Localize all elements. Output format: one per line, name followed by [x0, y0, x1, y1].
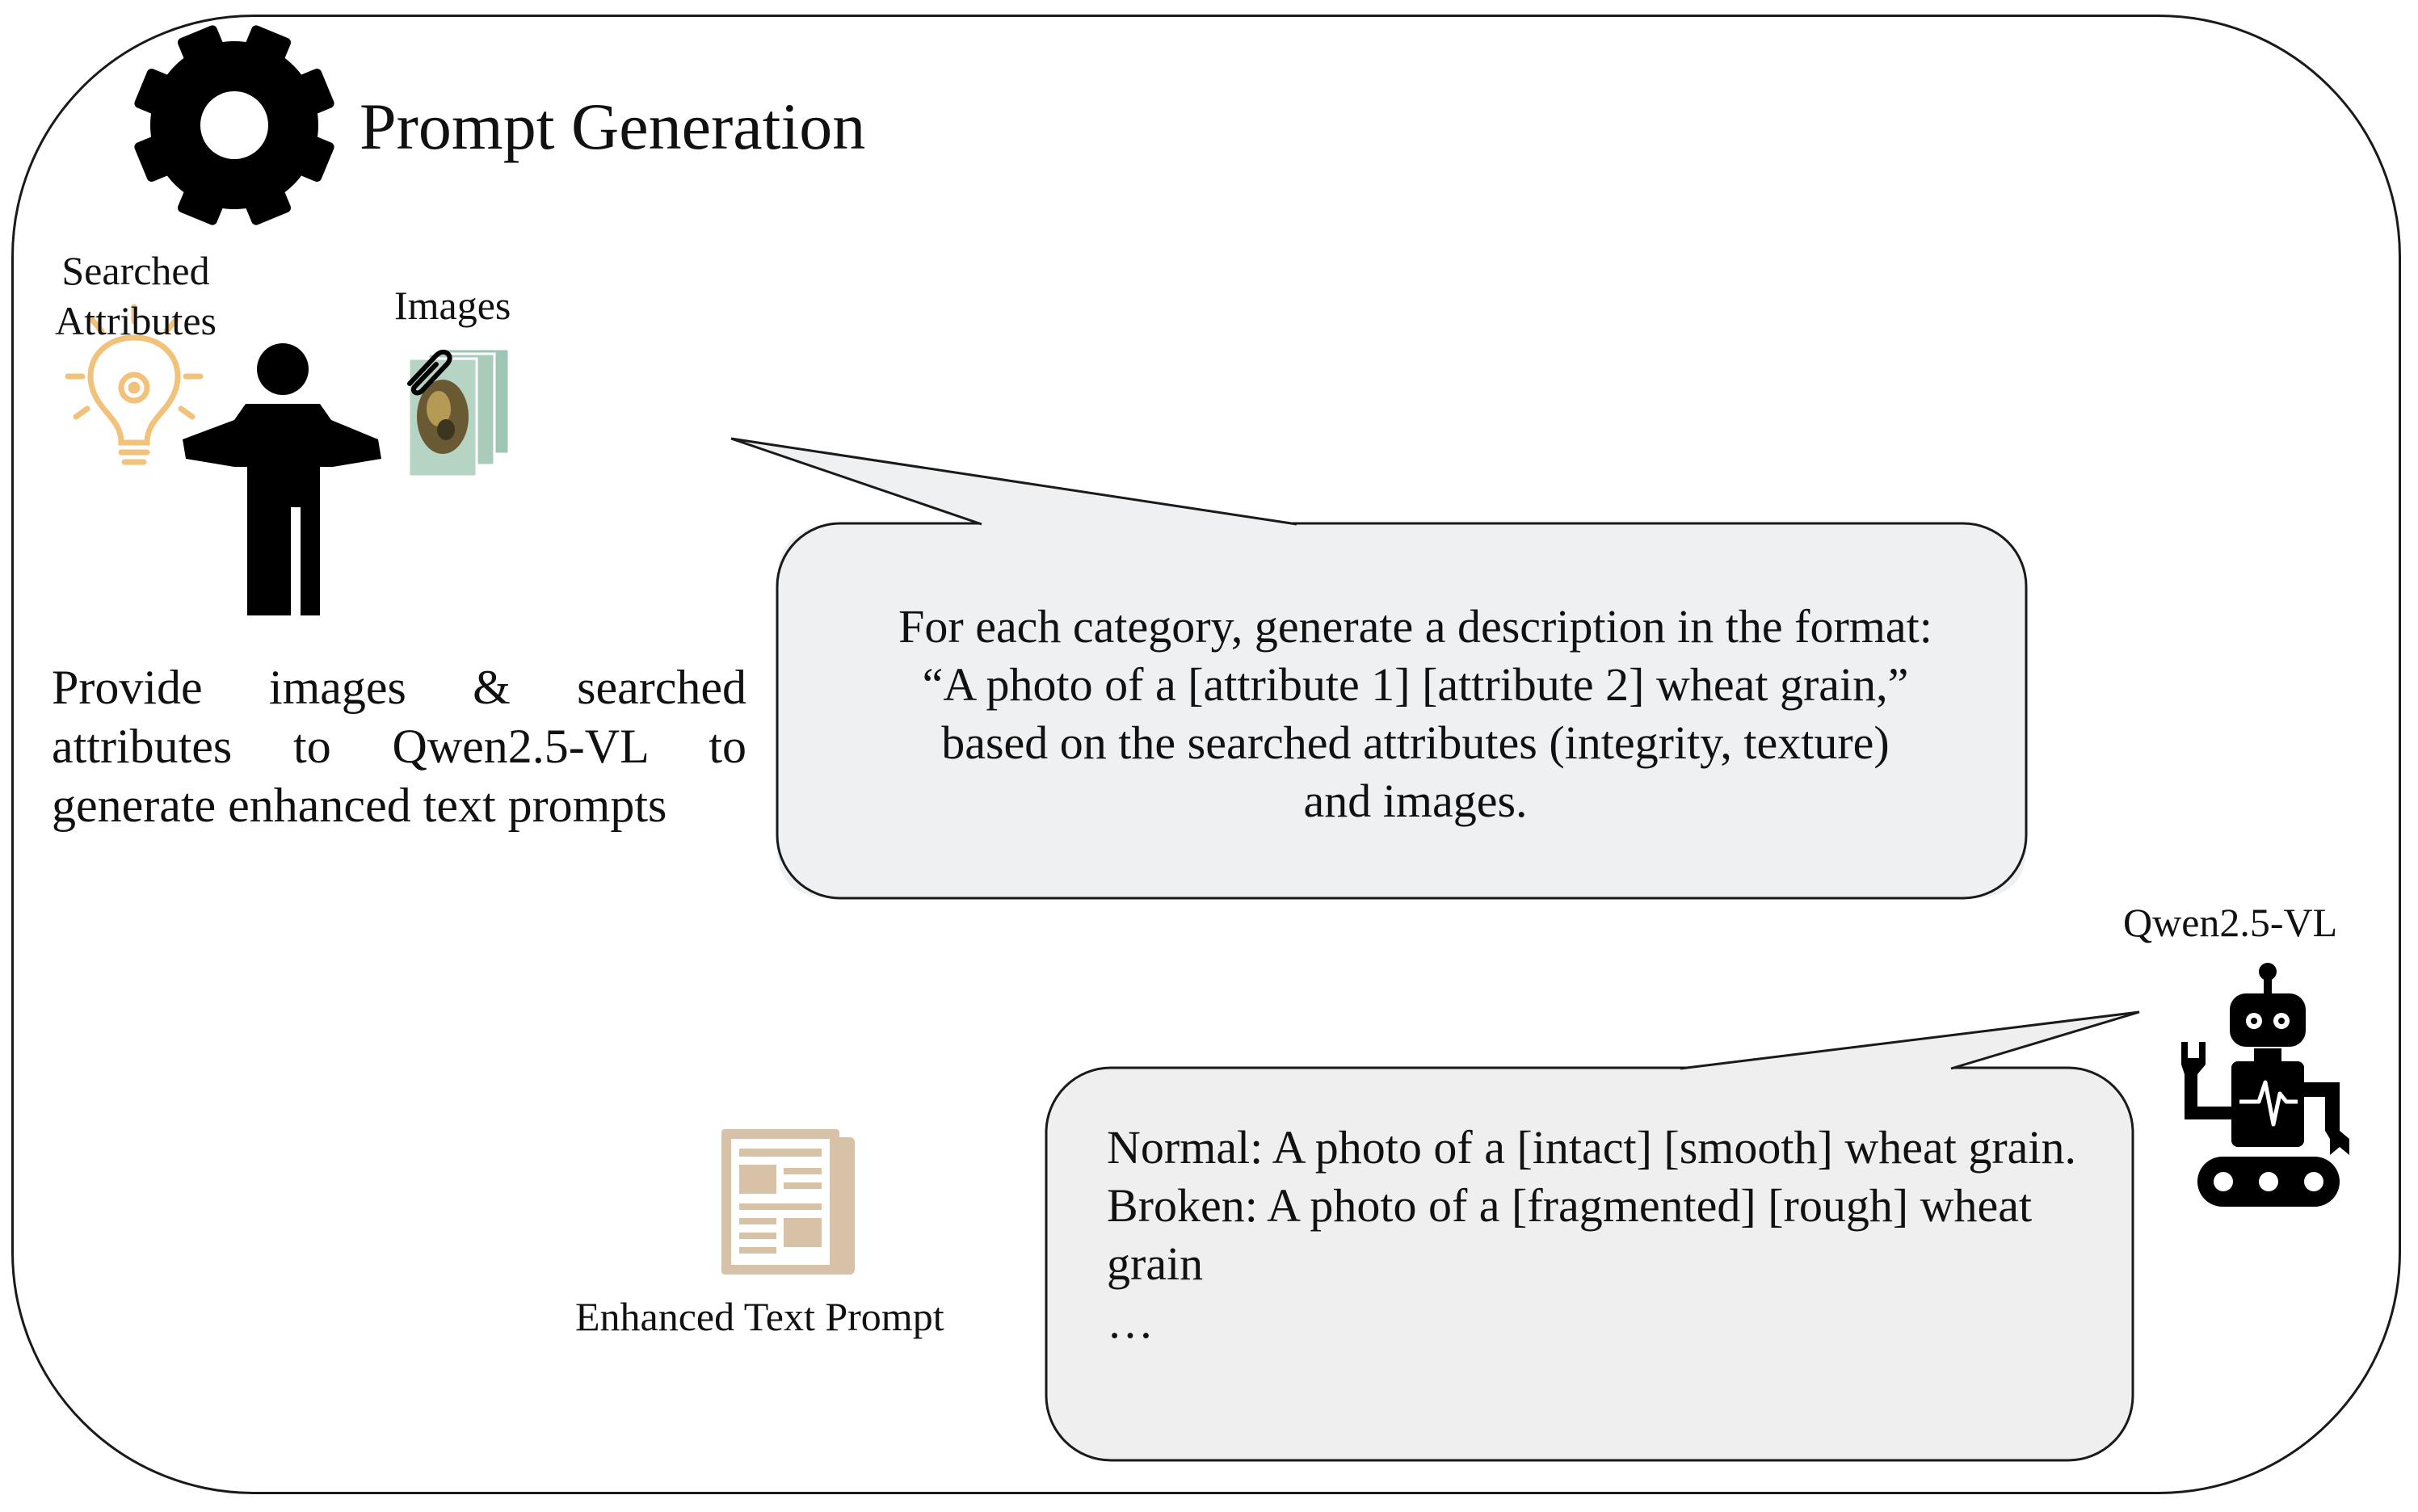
- gear-icon: [134, 25, 334, 225]
- robot-icon: [2181, 963, 2349, 1207]
- prompt-bubble-text: For each category, generate a descriptio…: [801, 598, 2029, 830]
- rounded-frame: [11, 15, 2401, 1494]
- image-stack-icon: [407, 347, 511, 478]
- searched-attributes-label: Searched Attributes: [55, 248, 217, 343]
- prompt-line: and images.: [1303, 774, 1528, 827]
- enhanced-text-prompt-label: Enhanced Text Prompt: [575, 1294, 944, 1339]
- prompt-speech-bubble: [730, 437, 2028, 900]
- prompt-line: For each category, generate a descriptio…: [898, 600, 1932, 653]
- response-speech-bubble: [1045, 1010, 2140, 1462]
- images-label: Images: [394, 283, 511, 328]
- qwen-label: Qwen2.5-VL: [2123, 900, 2338, 945]
- prompt-line: “A photo of a [attribute 1] [attribute 2…: [922, 657, 1909, 711]
- process-description: Provide images & searched attributes to …: [52, 661, 746, 833]
- response-line: Normal: A photo of a [intact] [smooth] w…: [1107, 1121, 2076, 1174]
- diagram-title: Prompt Generation: [360, 90, 866, 163]
- response-line: Broken: A photo of a [fragmented] [rough…: [1107, 1178, 2033, 1290]
- prompt-line: based on the searched attributes (integr…: [941, 716, 1890, 769]
- response-line: …: [1107, 1295, 1154, 1348]
- person-icon: [183, 343, 381, 615]
- document-icon: [721, 1129, 855, 1275]
- lightbulb-icon: [65, 304, 204, 465]
- paperclip-icon: [407, 349, 452, 396]
- response-bubble-text: Normal: A photo of a [intact] [smooth] w…: [1107, 1119, 2125, 1351]
